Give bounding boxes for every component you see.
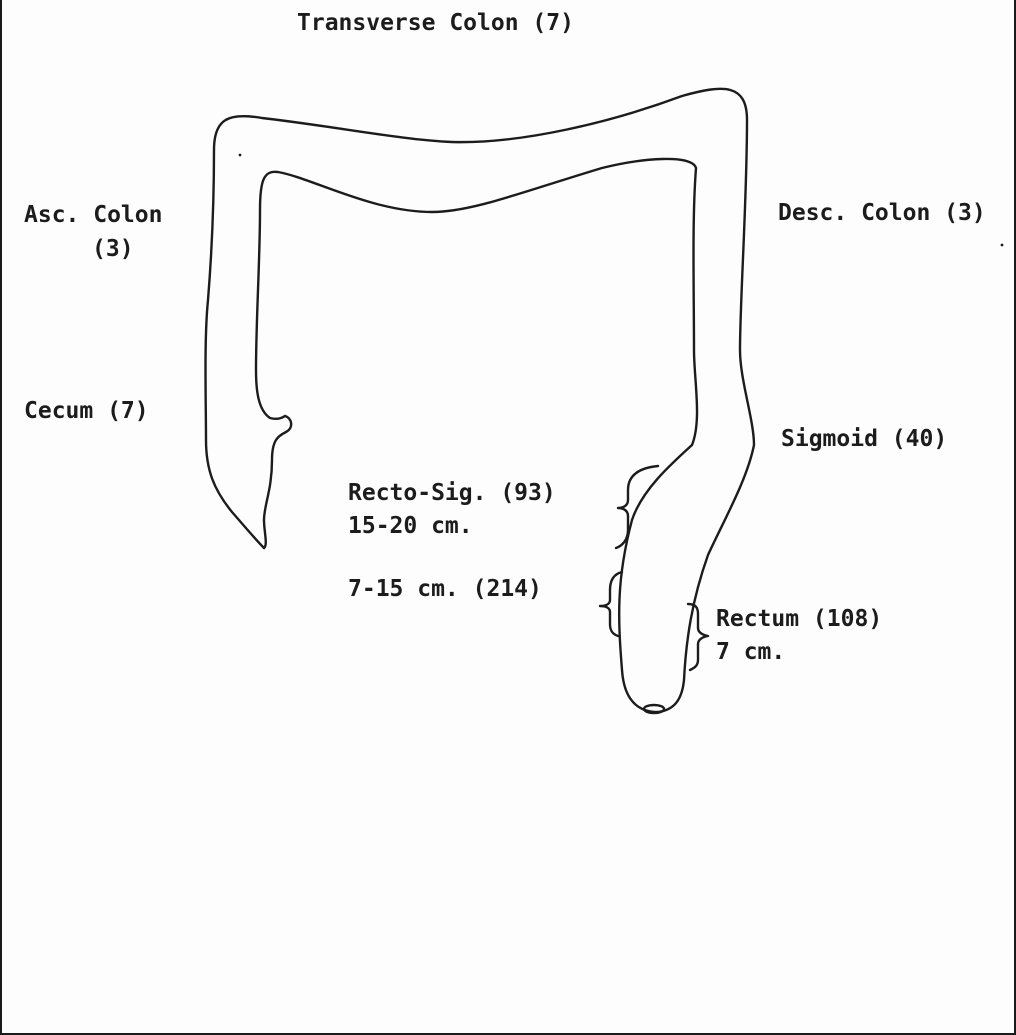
label-asc-colon-line2: (3) [92, 234, 134, 264]
stray-mark [1001, 244, 1004, 247]
label-mid-rectum: 7-15 cm. (214) [348, 574, 542, 604]
colon-outer-wall [206, 89, 755, 712]
label-asc-colon-line1: Asc. Colon [24, 200, 162, 230]
label-recto-sig-line1: Recto-Sig. (93) [348, 478, 556, 508]
label-rectum-line2: 7 cm. [716, 637, 785, 667]
label-transverse-colon: Transverse Colon (7) [297, 8, 574, 38]
label-sigmoid: Sigmoid (40) [781, 424, 947, 454]
label-cecum: Cecum (7) [24, 396, 149, 426]
appendix-stub [264, 416, 291, 548]
anal-opening [644, 705, 664, 713]
stray-mark [239, 154, 242, 157]
label-rectum-line1: Rectum (108) [716, 604, 882, 634]
label-desc-colon: Desc. Colon (3) [778, 198, 986, 228]
label-recto-sig-line2: 15-20 cm. [348, 511, 473, 541]
